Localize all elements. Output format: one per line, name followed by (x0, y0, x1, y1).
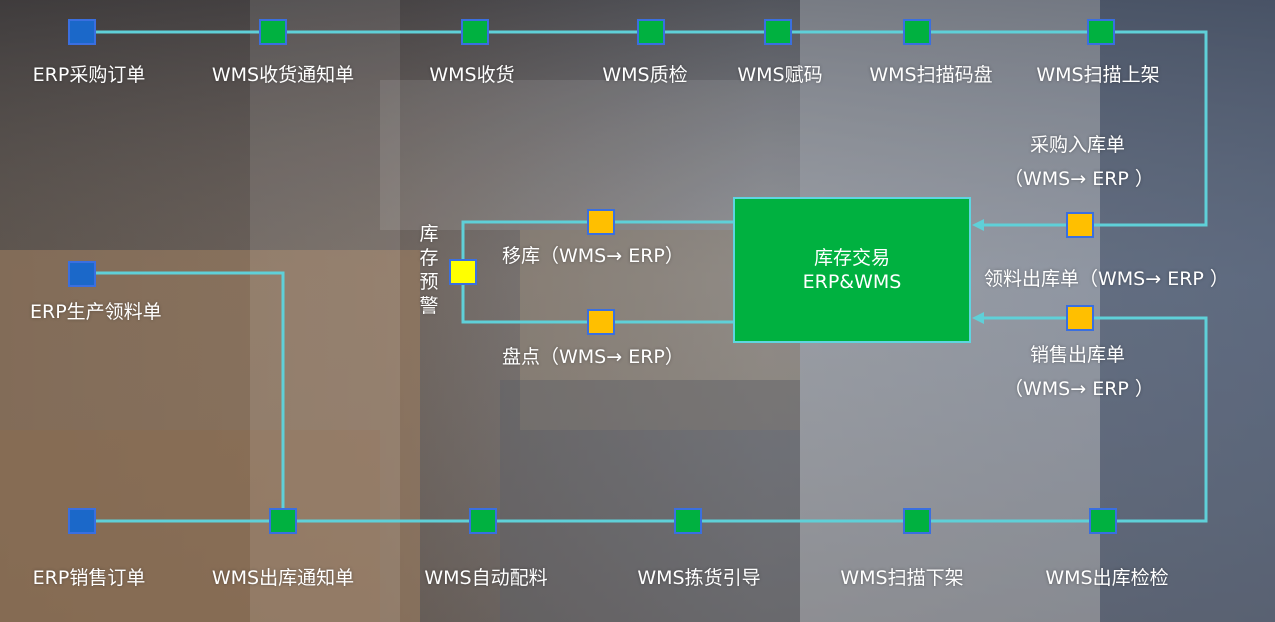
inventory-alert-char: 预 (419, 271, 439, 293)
inventory-alert-char: 存 (419, 247, 439, 269)
wms-scan-shelving-node[interactable] (1087, 19, 1115, 45)
wms-receiving-label: WMS收货 (429, 64, 515, 86)
erp-production-requisition-node[interactable] (68, 261, 96, 287)
inventory-alert-label: 库 存 预 警 (418, 222, 440, 318)
transfer-node[interactable] (587, 209, 615, 235)
wms-receiving-node[interactable] (461, 19, 489, 45)
wms-auto-batching-node[interactable] (469, 508, 497, 534)
erp-purchase-order-label: ERP采购订单 (32, 64, 146, 86)
inventory-count-label: 盘点（WMS→ ERP） (502, 346, 684, 368)
material-out-node[interactable] (1066, 305, 1094, 331)
wms-receipt-notice-label: WMS收货通知单 (211, 64, 355, 86)
center-subtitle: ERP&WMS (802, 271, 902, 293)
wms-scan-unshelving-label: WMS扫描下架 (840, 567, 964, 589)
purchase-in-label-1: 采购入库单 (1030, 134, 1126, 156)
wms-outbound-check-label: WMS出库检检 (1045, 567, 1169, 589)
inventory-transaction-box[interactable]: 库存交易 ERP&WMS (733, 197, 971, 343)
inventory-count-node[interactable] (587, 309, 615, 335)
wms-outbound-check-node[interactable] (1089, 508, 1117, 534)
erp-production-requisition-label: ERP生产领料单 (30, 301, 162, 323)
wms-outbound-notice-node[interactable] (269, 508, 297, 534)
wms-outbound-notice-label: WMS出库通知单 (211, 567, 355, 589)
wms-scan-palletize-label: WMS扫描码盘 (869, 64, 993, 86)
purchase-in-label-2: （WMS→ ERP ） (1004, 168, 1154, 190)
erp-sales-order-label: ERP销售订单 (32, 567, 146, 589)
erp-sales-order-node[interactable] (68, 508, 96, 534)
wms-coding-node[interactable] (764, 19, 792, 45)
wms-auto-batching-label: WMS自动配料 (424, 567, 548, 589)
inventory-alert-char: 库 (419, 223, 439, 245)
wms-picking-guide-label: WMS拣货引导 (637, 567, 761, 589)
sales-out-label-2: （WMS→ ERP ） (1004, 378, 1154, 400)
wms-coding-label: WMS赋码 (737, 64, 823, 86)
sales-out-label-1: 销售出库单 (1030, 344, 1126, 366)
material-out-label: 领料出库单（WMS→ ERP ） (984, 268, 1229, 290)
wms-scan-palletize-node[interactable] (903, 19, 931, 45)
purchase-in-node[interactable] (1066, 212, 1094, 238)
wms-picking-guide-node[interactable] (674, 508, 702, 534)
wms-scan-unshelving-node[interactable] (903, 508, 931, 534)
wms-scan-shelving-label: WMS扫描上架 (1036, 64, 1160, 86)
erp-purchase-order-node[interactable] (68, 19, 96, 45)
wms-quality-check-node[interactable] (637, 19, 665, 45)
wms-receipt-notice-node[interactable] (259, 19, 287, 45)
wms-quality-check-label: WMS质检 (602, 64, 688, 86)
center-title: 库存交易 (813, 247, 890, 269)
inventory-alert-node[interactable] (449, 259, 477, 285)
inventory-alert-char: 警 (419, 295, 439, 317)
transfer-label: 移库（WMS→ ERP） (502, 245, 684, 267)
